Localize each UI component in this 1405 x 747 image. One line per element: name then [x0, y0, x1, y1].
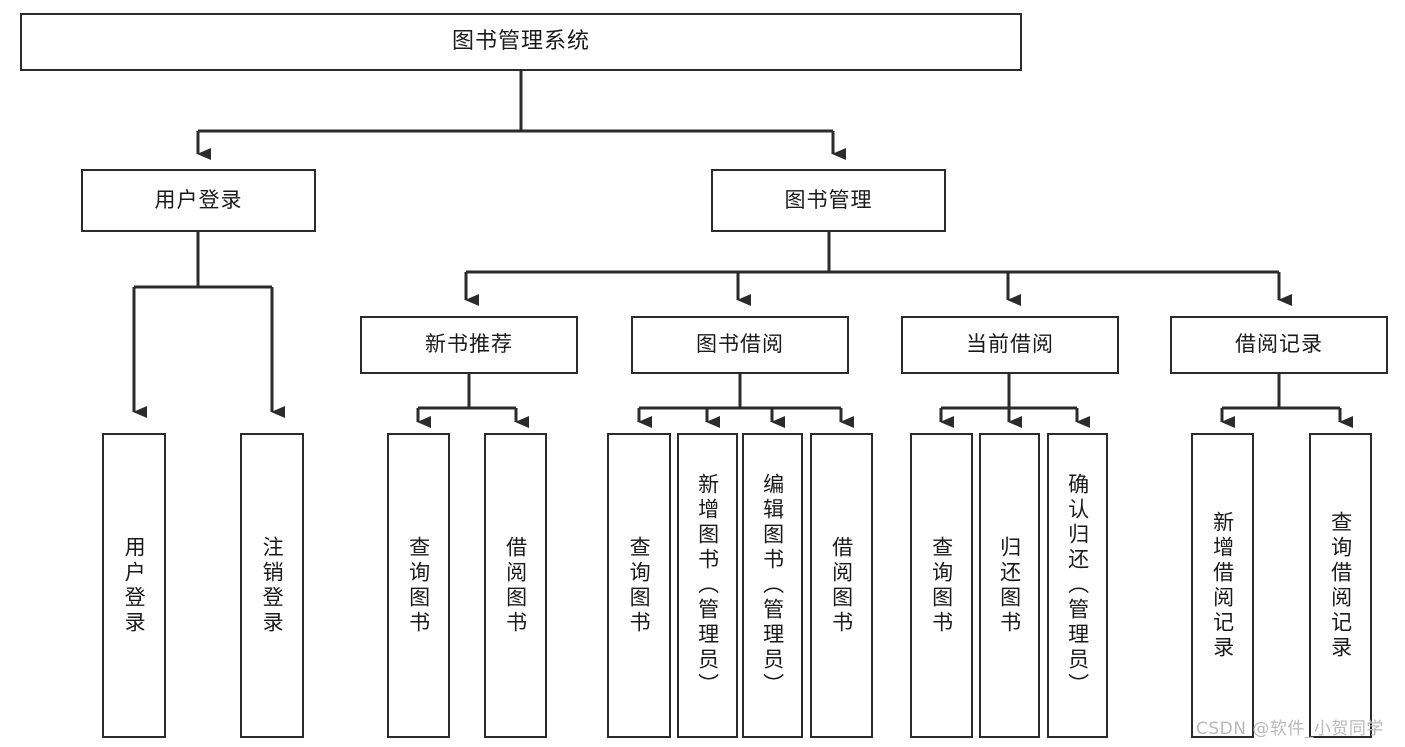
node-leaf-edit-book[interactable]: 编辑图书（管理员） [742, 433, 803, 738]
node-new-book-rec-label: 新书推荐 [425, 332, 513, 357]
node-leaf-add-record[interactable]: 新增借阅记录 [1191, 433, 1254, 738]
node-user-login[interactable]: 用户登录 [81, 169, 316, 232]
node-root[interactable]: 图书管理系统 [20, 13, 1022, 71]
node-leaf-confirm-return-label: 确认归还（管理员） [1065, 473, 1090, 698]
node-new-book-rec[interactable]: 新书推荐 [360, 316, 578, 374]
node-leaf-borrow-book-2[interactable]: 借阅图书 [810, 433, 873, 738]
node-leaf-query-record-label: 查询借阅记录 [1328, 510, 1353, 661]
node-leaf-add-book-label: 新增图书（管理员） [695, 473, 720, 698]
node-book-manage-label: 图书管理 [784, 187, 873, 212]
node-leaf-add-book[interactable]: 新增图书（管理员） [677, 433, 738, 738]
node-root-label: 图书管理系统 [451, 28, 590, 54]
node-current-borrow[interactable]: 当前借阅 [901, 316, 1119, 374]
node-book-manage[interactable]: 图书管理 [711, 169, 946, 232]
node-leaf-user-login[interactable]: 用户登录 [102, 433, 166, 738]
node-leaf-user-login-label: 用户登录 [122, 535, 147, 636]
csdn-watermark: CSDN @软件_小贺同学 [1196, 719, 1384, 739]
node-leaf-query-book-3[interactable]: 查询图书 [910, 433, 973, 738]
node-book-borrow[interactable]: 图书借阅 [631, 316, 849, 374]
node-leaf-edit-book-label: 编辑图书（管理员） [760, 473, 785, 698]
node-current-borrow-label: 当前借阅 [966, 332, 1054, 357]
node-leaf-borrow-book-1[interactable]: 借阅图书 [484, 433, 547, 738]
node-leaf-borrow-book-1-label: 借阅图书 [503, 535, 528, 636]
node-leaf-logout-label: 注销登录 [260, 535, 285, 636]
node-leaf-borrow-book-2-label: 借阅图书 [829, 535, 854, 636]
node-leaf-query-record[interactable]: 查询借阅记录 [1309, 433, 1372, 738]
node-user-login-label: 用户登录 [154, 187, 243, 212]
node-leaf-query-book-1[interactable]: 查询图书 [387, 433, 450, 738]
node-book-borrow-label: 图书借阅 [696, 332, 784, 357]
node-borrow-record-label: 借阅记录 [1235, 332, 1323, 357]
node-leaf-return-book-label: 归还图书 [997, 535, 1022, 636]
node-leaf-logout[interactable]: 注销登录 [240, 433, 304, 738]
node-leaf-return-book[interactable]: 归还图书 [979, 433, 1040, 738]
node-leaf-query-book-3-label: 查询图书 [929, 535, 954, 636]
node-leaf-query-book-1-label: 查询图书 [406, 535, 431, 636]
node-leaf-confirm-return[interactable]: 确认归还（管理员） [1047, 433, 1108, 738]
node-borrow-record[interactable]: 借阅记录 [1170, 316, 1388, 374]
node-leaf-query-book-2[interactable]: 查询图书 [607, 433, 671, 738]
node-leaf-add-record-label: 新增借阅记录 [1210, 510, 1235, 661]
node-leaf-query-book-2-label: 查询图书 [627, 535, 652, 636]
